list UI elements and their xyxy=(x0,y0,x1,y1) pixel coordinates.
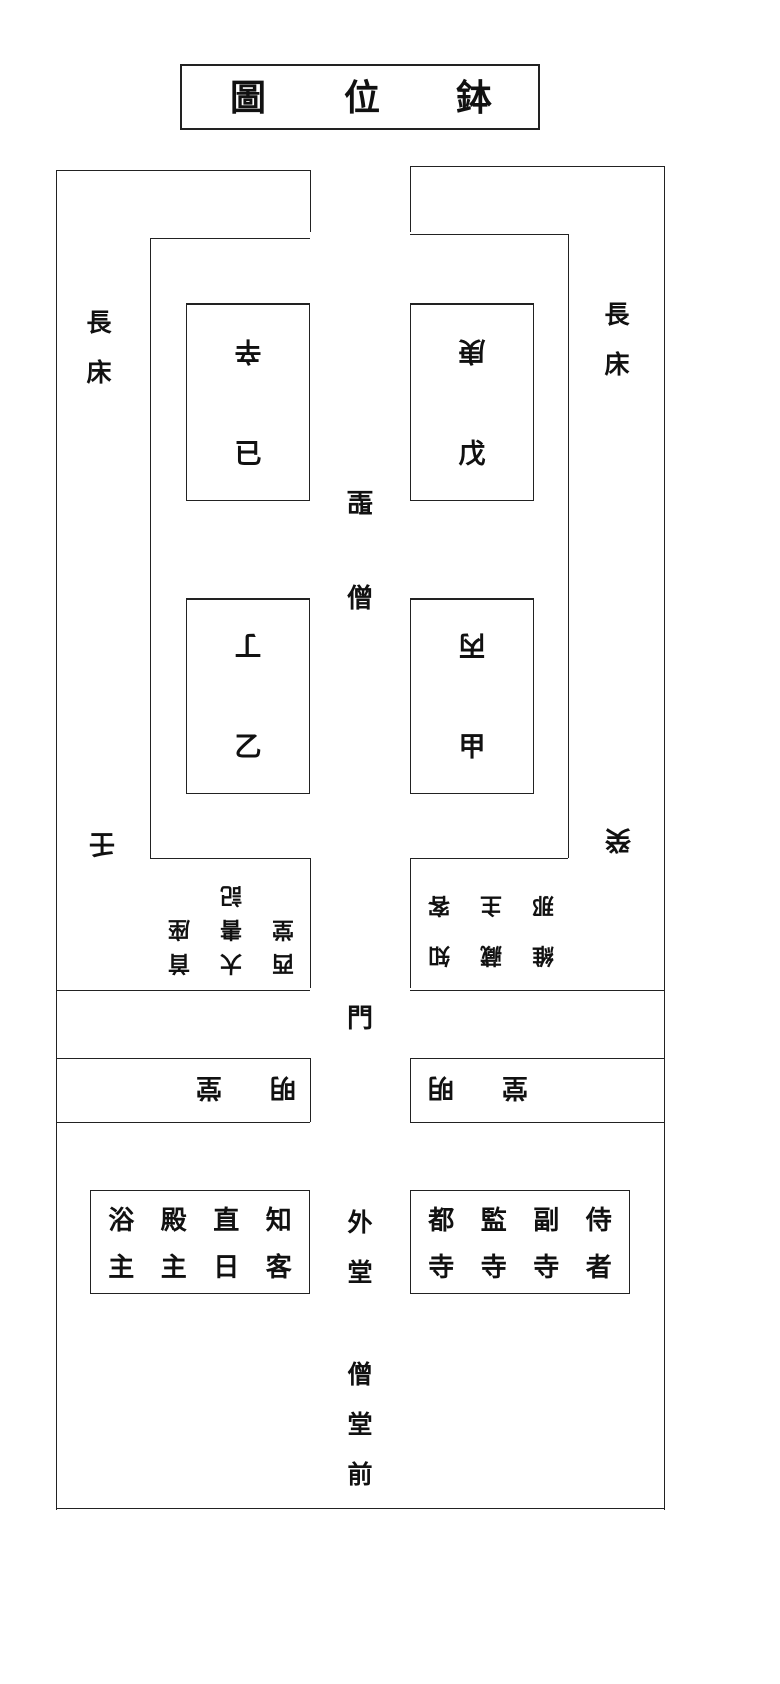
inner-right-wall xyxy=(568,234,569,858)
staff-left-top-2: 殿 xyxy=(160,1206,187,1236)
seat-pair-left-upper: 辛 已 xyxy=(186,303,310,501)
lower-left-block: 西 堂 大 書 記 首 座 xyxy=(160,874,300,980)
long-bed-right: 長床 xyxy=(604,300,630,379)
long-bed-left: 長床 xyxy=(86,308,112,387)
seat-si: 已 xyxy=(234,438,262,470)
seat-jia: 甲 xyxy=(458,732,486,763)
staff-right-top-1: 都 xyxy=(428,1206,455,1236)
outer-left-wall xyxy=(56,170,57,1510)
staff-right-top-2: 監 xyxy=(480,1206,507,1236)
seat-pair-right-lower: 丙 甲 xyxy=(410,598,534,794)
bright-hall-left-bottom xyxy=(56,1122,310,1123)
title-box: 圖 位 鉢 xyxy=(180,64,540,130)
seat-pair-left-lower: 丁 乙 xyxy=(186,598,310,794)
staff-left-bottom-1: 主 xyxy=(108,1253,135,1283)
center-char-seng: 僧 xyxy=(346,584,373,614)
staff-right-bottom-4: 者 xyxy=(585,1253,612,1283)
staff-left-top-3: 直 xyxy=(213,1206,240,1236)
title-char-2: 位 xyxy=(343,77,380,119)
inner-top-right xyxy=(410,234,568,235)
staff-grid-right: 都 監 副 侍 寺 寺 寺 者 xyxy=(415,1195,625,1289)
title-char-1: 圖 xyxy=(229,77,266,119)
staff-right-bottom-1: 寺 xyxy=(428,1253,455,1283)
seat-bing: 丙 xyxy=(411,599,533,696)
outer-hall: 外 堂 xyxy=(343,1198,377,1298)
staff-left-bottom-3: 日 xyxy=(213,1253,240,1283)
bright-hall-left-char-1: 明 xyxy=(269,1072,296,1102)
bright-hall-right-end xyxy=(410,1058,411,1122)
inner-bottom-left xyxy=(150,858,310,859)
corner-char-ren: 壬 xyxy=(89,828,116,858)
outer-top-right xyxy=(410,166,664,167)
outer-top-right-end xyxy=(410,166,411,232)
staff-right-top-3: 副 xyxy=(533,1206,560,1236)
inner-bottom-right xyxy=(410,858,568,859)
bright-hall-left: 明 堂 xyxy=(196,1072,296,1108)
inner-right-lower xyxy=(410,858,411,988)
staff-left-top-4: 知 xyxy=(265,1206,292,1236)
lower-left-col-3: 首 座 xyxy=(168,916,191,976)
staff-grid-left: 浴 殿 直 知 主 主 日 客 xyxy=(95,1195,305,1289)
outer-top-left xyxy=(56,170,310,171)
staff-right-top-4: 侍 xyxy=(585,1206,612,1236)
seat-geng: 庚 xyxy=(411,304,533,402)
bright-hall-right-bottom xyxy=(410,1122,664,1123)
front-hall-char-2: 堂 xyxy=(347,1410,373,1439)
seat-yi: 乙 xyxy=(234,732,262,763)
lower-left-col-1: 西 堂 xyxy=(272,916,295,976)
gate-line-left-bottom xyxy=(56,1058,310,1059)
center-char-sheng: 聖 xyxy=(347,486,374,516)
lower-right-col-2: 藏 主 xyxy=(480,892,503,968)
corner-char-gui: 癸 xyxy=(605,824,632,854)
front-hall: 僧 堂 前 xyxy=(343,1350,377,1500)
seat-pair-right-upper: 庚 戊 xyxy=(410,303,534,501)
inner-left-wall xyxy=(150,238,151,858)
staff-left-bottom-4: 客 xyxy=(265,1253,292,1283)
bright-hall-right-char-2: 明 xyxy=(428,1072,455,1102)
seat-xin: 辛 xyxy=(187,304,309,402)
seat-wu: 戊 xyxy=(458,438,486,470)
outer-hall-char-1: 外 xyxy=(347,1208,373,1237)
outer-bottom xyxy=(56,1508,664,1509)
lower-left-col-2: 大 書 記 xyxy=(220,882,243,976)
staff-box-left: 浴 殿 直 知 主 主 日 客 xyxy=(90,1190,310,1294)
front-hall-char-3: 前 xyxy=(347,1460,373,1489)
outer-right-wall xyxy=(664,166,665,1510)
seat-ding: 丁 xyxy=(187,599,309,696)
staff-right-bottom-3: 寺 xyxy=(533,1253,560,1283)
staff-left-bottom-2: 主 xyxy=(160,1253,187,1283)
lower-right-col-3: 知 客 xyxy=(428,892,451,968)
gate-line-right-bottom xyxy=(410,1058,664,1059)
gate-line-right-top xyxy=(410,990,664,991)
bright-hall-left-end xyxy=(310,1058,311,1122)
inner-left-lower xyxy=(310,858,311,988)
outer-top-left-end xyxy=(310,170,311,232)
bright-hall-right: 堂 明 xyxy=(428,1072,528,1108)
bright-hall-right-char-1: 堂 xyxy=(501,1072,528,1102)
staff-box-right: 都 監 副 侍 寺 寺 寺 者 xyxy=(410,1190,630,1294)
gate-line-left-top xyxy=(56,990,310,991)
staff-left-top-1: 浴 xyxy=(108,1206,135,1236)
lower-right-block: 維 那 藏 主 知 客 xyxy=(420,874,560,980)
gate-char: 門 xyxy=(346,1004,373,1034)
title-char-3: 鉢 xyxy=(455,77,492,119)
staff-right-bottom-2: 寺 xyxy=(480,1253,507,1283)
inner-top-left xyxy=(150,238,310,239)
front-hall-char-1: 僧 xyxy=(347,1360,373,1389)
lower-right-col-1: 維 那 xyxy=(532,892,555,968)
bright-hall-left-char-2: 堂 xyxy=(196,1072,223,1102)
outer-hall-char-2: 堂 xyxy=(347,1258,373,1287)
